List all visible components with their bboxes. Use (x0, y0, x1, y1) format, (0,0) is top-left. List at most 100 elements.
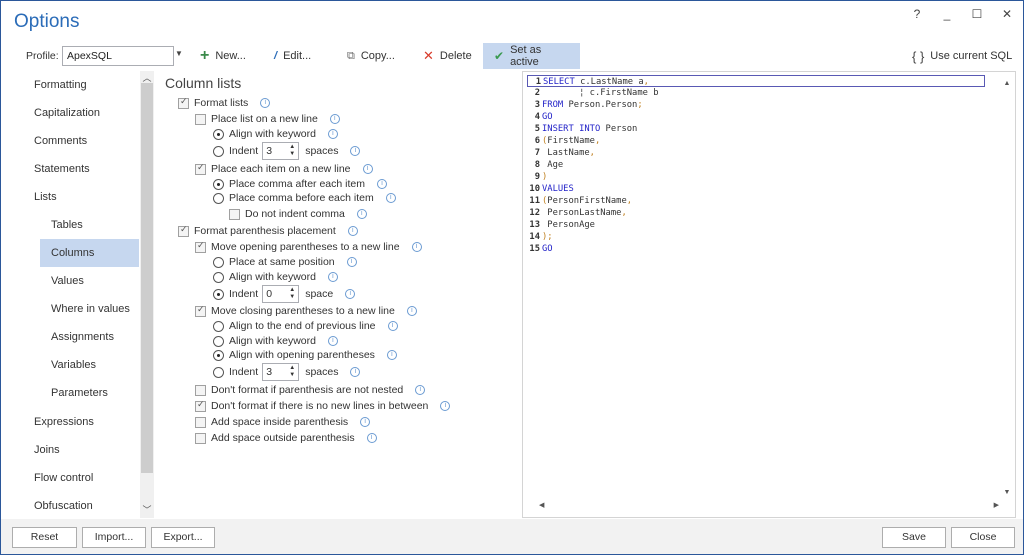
same-position-option[interactable]: Place at same position i (213, 254, 357, 270)
align-opening-option[interactable]: Align with opening parentheses i (213, 347, 397, 363)
info-icon[interactable]: i (376, 179, 387, 189)
space-inside-checkbox[interactable] (195, 416, 206, 428)
same-position-radio[interactable] (213, 256, 224, 268)
code-line[interactable]: 6(FirstName, (527, 135, 995, 147)
scroll-left-icon[interactable]: ◀ (539, 502, 545, 509)
use-current-sql-button[interactable]: { } Use current SQL (904, 43, 1020, 69)
info-icon[interactable]: i (440, 401, 451, 411)
align-end-prev-line-radio[interactable] (213, 320, 224, 332)
indent-2-stepper[interactable]: 0▲▼ (262, 285, 300, 303)
sidebar-item-columns[interactable]: Columns (40, 239, 139, 267)
not-nested-checkbox[interactable] (195, 384, 206, 396)
info-icon[interactable]: i (386, 350, 397, 360)
indent-1-stepper[interactable]: 3 ▲▼ (262, 142, 300, 160)
format-parenthesis-option[interactable]: Format parenthesis placement i (178, 223, 358, 239)
sidebar-item-where-in-values[interactable]: Where in values (51, 303, 130, 315)
sidebar-item-statements[interactable]: Statements (34, 163, 90, 175)
maximize-icon[interactable]: ☐ (971, 7, 983, 21)
align-with-keyword-3-radio[interactable] (213, 335, 224, 347)
profile-select[interactable]: ApexSQL (62, 46, 174, 66)
sidebar-scrollbar[interactable]: ︿ ﹀ (140, 71, 154, 518)
space-outside-option[interactable]: Add space outside parenthesis i (195, 430, 377, 446)
indent-1-option[interactable]: Indent 3▲▼ spaces i (213, 141, 361, 161)
stepper-value[interactable]: 3 (266, 145, 273, 157)
code-line[interactable]: 2 ¦ c.FirstName b (527, 87, 995, 99)
info-icon[interactable]: i (345, 289, 356, 299)
sidebar-item-flow-control[interactable]: Flow control (34, 472, 94, 484)
align-with-keyword-2-radio[interactable] (213, 271, 224, 283)
info-icon[interactable]: i (347, 226, 358, 236)
align-with-keyword-1-option[interactable]: Align with keyword i (213, 126, 338, 142)
align-end-prev-line-option[interactable]: Align to the end of previous line i (213, 318, 398, 334)
stepper-value[interactable]: 3 (266, 366, 273, 378)
stepper-arrows-icon[interactable]: ▲▼ (289, 365, 296, 378)
comma-after-radio[interactable] (213, 178, 224, 190)
chevron-up-icon[interactable]: ︿ (142, 73, 152, 83)
sidebar-item-values[interactable]: Values (51, 275, 84, 287)
format-lists-checkbox[interactable] (178, 96, 189, 109)
delete-button[interactable]: ✕ Delete (415, 43, 480, 69)
new-button[interactable]: + New... (192, 43, 254, 69)
no-new-lines-option[interactable]: Don't format if there is no new lines in… (195, 398, 451, 414)
import-button[interactable]: Import... (82, 527, 146, 548)
do-not-indent-comma-option[interactable]: Do not indent comma i (229, 206, 367, 222)
move-closing-option[interactable]: Move closing parentheses to a new line i (195, 303, 417, 319)
code-line[interactable]: 9) (527, 171, 995, 183)
export-button[interactable]: Export... (151, 527, 215, 548)
save-button[interactable]: Save (882, 527, 946, 548)
info-icon[interactable]: i (366, 433, 377, 443)
editor-vertical-scrollbar[interactable]: ▲ ▼ (999, 72, 1015, 500)
move-opening-checkbox[interactable] (195, 240, 206, 253)
sidebar-item-comments[interactable]: Comments (34, 135, 88, 147)
info-icon[interactable]: i (260, 98, 271, 108)
sidebar-item-lists[interactable]: Lists (34, 191, 57, 203)
indent-2-radio[interactable] (213, 288, 224, 300)
indent-3-radio[interactable] (213, 366, 224, 378)
move-opening-option[interactable]: Move opening parentheses to a new line i (195, 239, 422, 255)
align-with-keyword-3-option[interactable]: Align with keyword i (213, 333, 338, 349)
sidebar-item-tables[interactable]: Tables (51, 219, 83, 231)
set-as-active-button[interactable]: ✔ Set as active (483, 43, 580, 69)
info-icon[interactable]: i (385, 193, 396, 203)
format-lists-option[interactable]: Format lists i (178, 95, 271, 111)
stepper-arrows-icon[interactable]: ▲▼ (289, 144, 296, 157)
scroll-down-icon[interactable]: ▼ (1003, 489, 1011, 496)
indent-3-option[interactable]: Indent 3▲▼ spaces i (213, 362, 361, 382)
reset-button[interactable]: Reset (12, 527, 77, 548)
info-icon[interactable]: i (327, 272, 338, 282)
close-icon[interactable]: ✕ (1001, 7, 1013, 21)
chevron-down-icon[interactable]: ﹀ (142, 505, 152, 515)
info-icon[interactable]: i (362, 164, 373, 174)
align-with-keyword-2-option[interactable]: Align with keyword i (213, 269, 338, 285)
sidebar-item-capitalization[interactable]: Capitalization (34, 107, 101, 119)
place-each-item-new-line-checkbox[interactable] (195, 162, 206, 175)
stepper-arrows-icon[interactable]: ▲▼ (289, 287, 296, 300)
chevron-down-icon[interactable]: ▼ (175, 49, 183, 58)
indent-2-option[interactable]: Indent 0▲▼ space i (213, 284, 356, 304)
sidebar-item-formatting[interactable]: Formatting (34, 79, 87, 91)
align-with-keyword-1-radio[interactable] (213, 128, 224, 140)
no-new-lines-checkbox[interactable] (195, 399, 206, 412)
code-line[interactable]: 12 PersonLastName, (527, 207, 995, 219)
sidebar-item-variables[interactable]: Variables (51, 359, 97, 371)
editor-horizontal-scrollbar[interactable]: ◀ ▶ (539, 501, 999, 515)
place-each-item-new-line-option[interactable]: Place each item on a new line i (195, 161, 373, 177)
info-icon[interactable]: i (387, 321, 398, 331)
sidebar-item-expressions[interactable]: Expressions (34, 416, 94, 428)
comma-before-option[interactable]: Place comma before each item i (213, 190, 396, 206)
indent-3-stepper[interactable]: 3 ▲▼ (262, 363, 300, 381)
code-line[interactable]: 13 PersonAge (527, 219, 995, 231)
do-not-indent-comma-checkbox[interactable] (229, 208, 240, 220)
minimize-icon[interactable]: _ (943, 7, 951, 21)
place-list-new-line-checkbox[interactable] (195, 113, 206, 125)
edit-button[interactable]: / Edit... (266, 43, 319, 69)
info-icon[interactable]: i (411, 242, 422, 252)
help-icon[interactable]: ? (913, 7, 921, 21)
info-icon[interactable]: i (356, 209, 367, 219)
